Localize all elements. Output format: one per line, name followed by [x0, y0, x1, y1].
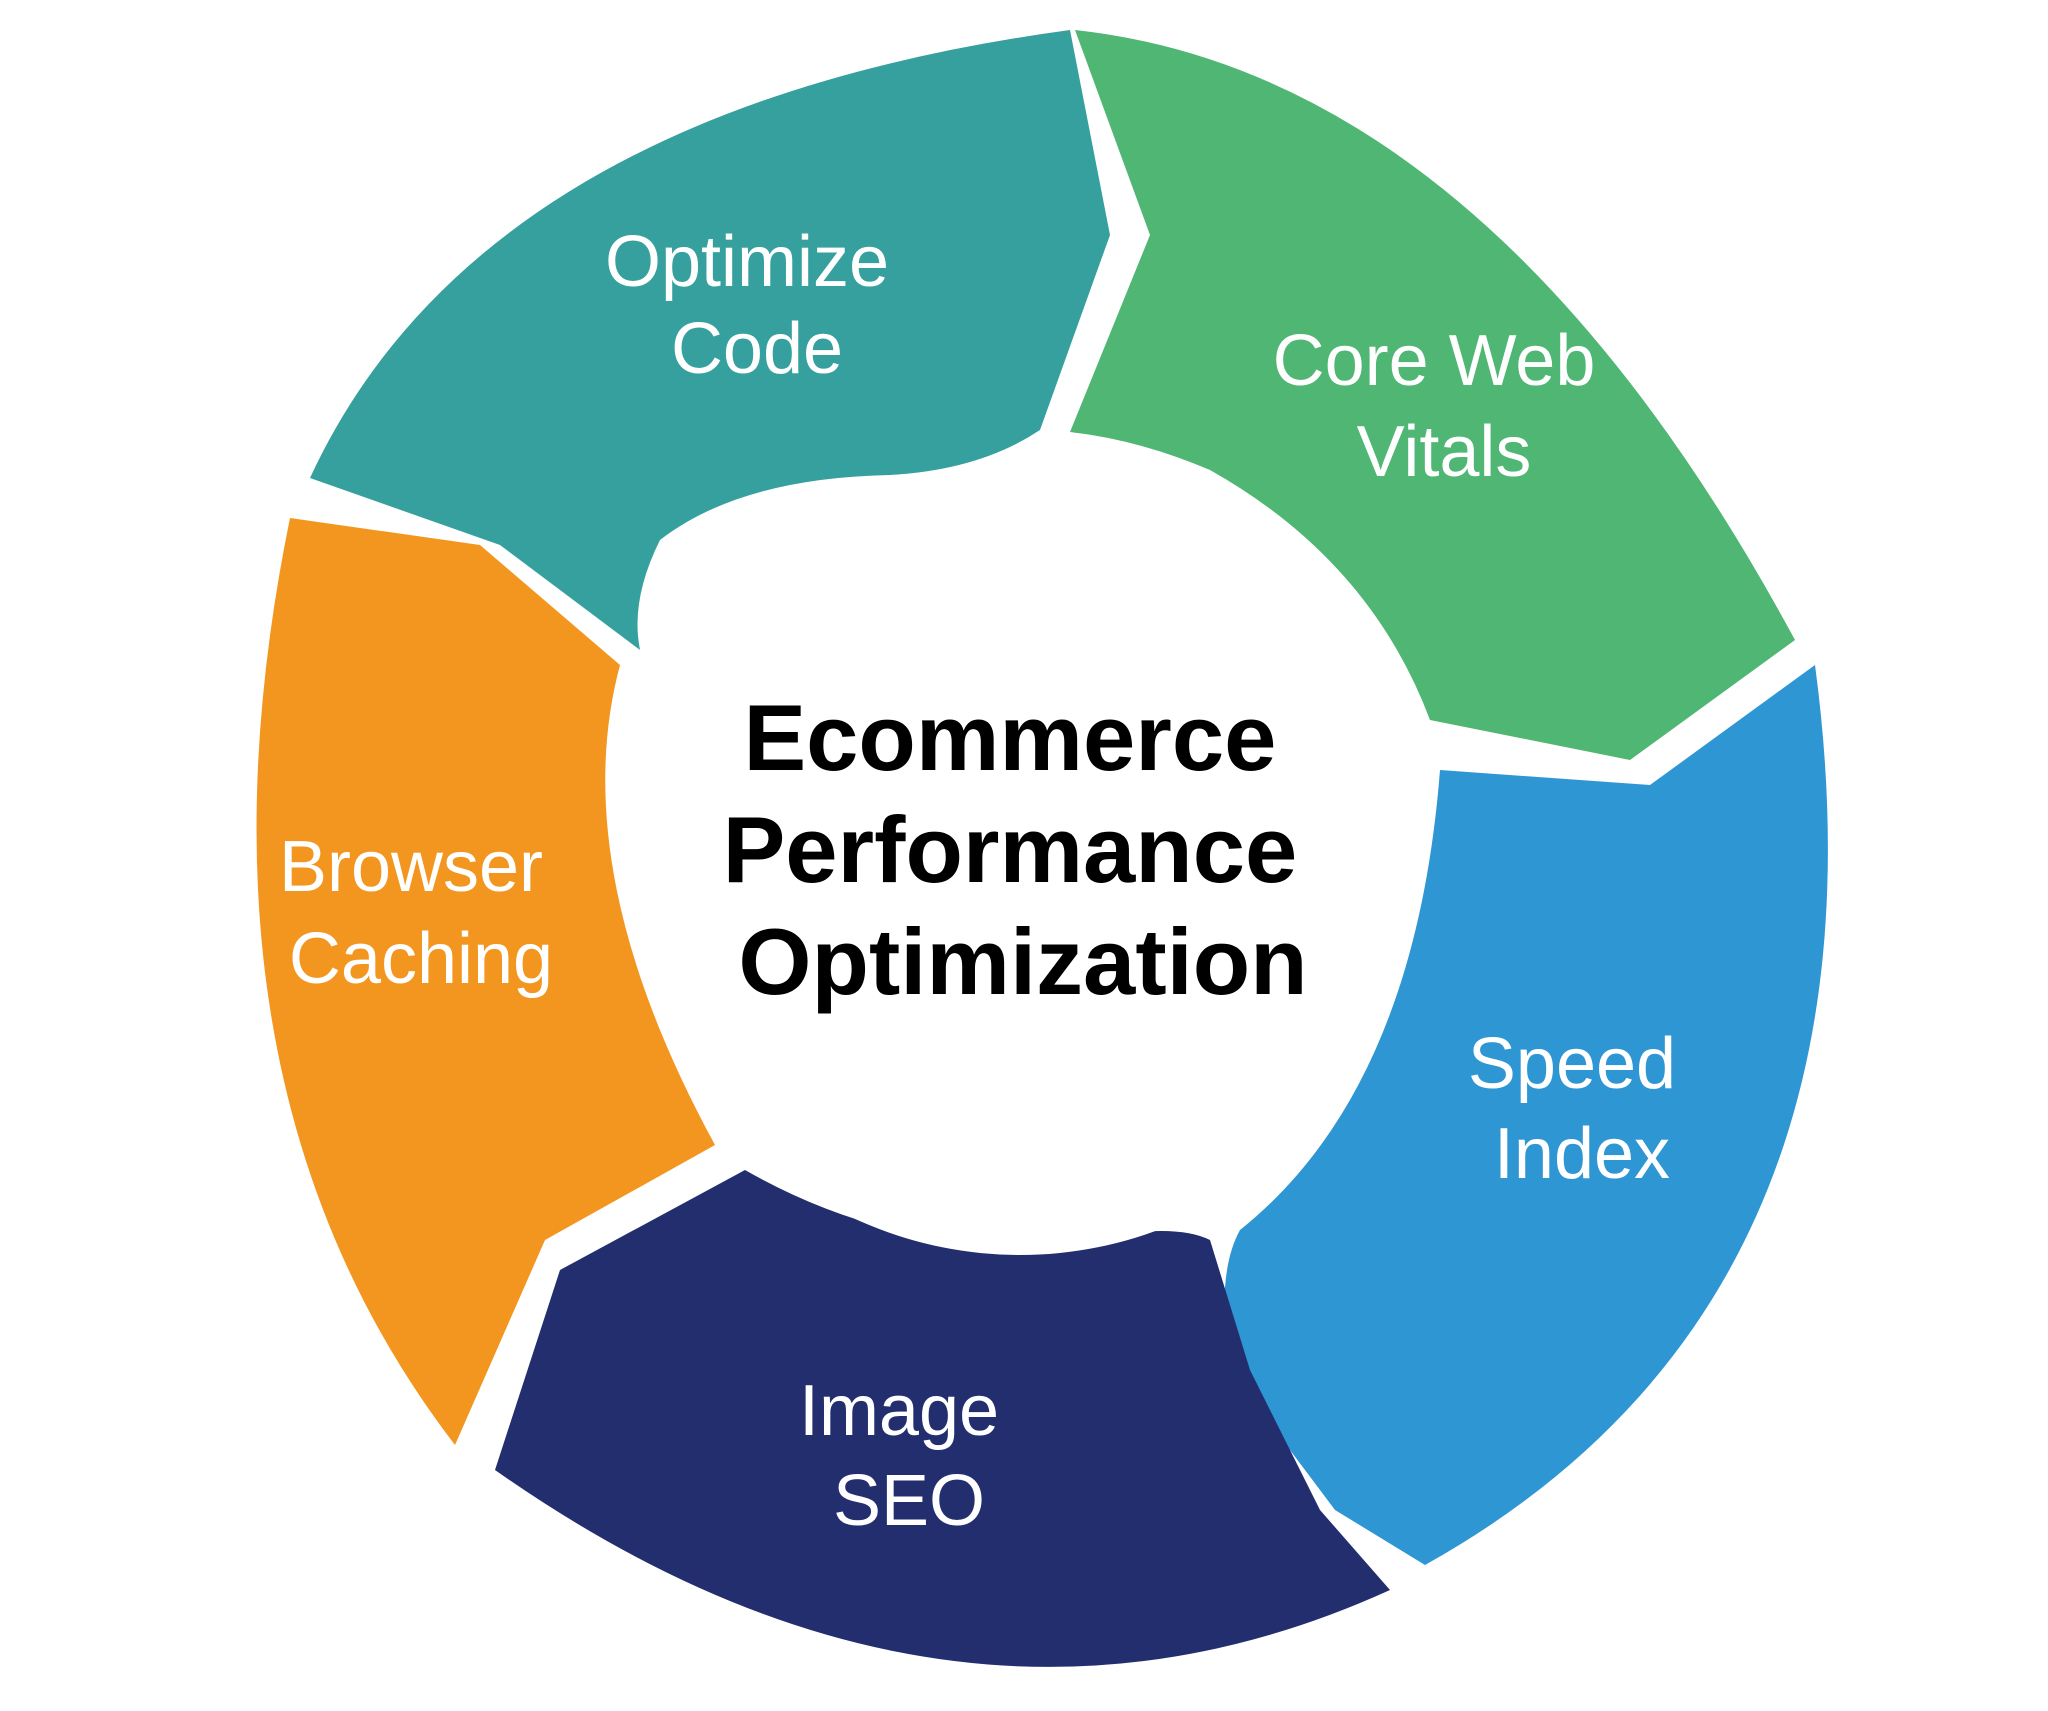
label-browser-caching-line1: Browser	[279, 827, 543, 907]
center-title-line1: Ecommerce	[743, 685, 1276, 790]
center-title-line3: Optimization	[738, 909, 1307, 1014]
label-optimize-code-line1: Optimize	[605, 222, 889, 302]
label-browser-caching: Browser Caching	[279, 827, 563, 999]
label-core-web-vitals: Core Web Vitals	[1273, 321, 1616, 492]
segment-browser-caching[interactable]	[256, 518, 715, 1445]
label-speed-index: Speed Index	[1468, 1024, 1696, 1194]
label-core-web-vitals-line2: Vitals	[1357, 412, 1532, 492]
label-image-seo: Image SEO	[799, 1371, 1019, 1541]
segment-image-seo[interactable]	[495, 1170, 1390, 1667]
center-circle	[625, 465, 1415, 1255]
center-title: Ecommerce Performance Optimization	[723, 685, 1324, 1014]
label-image-seo-line2: SEO	[833, 1461, 985, 1541]
label-core-web-vitals-line1: Core Web	[1273, 321, 1596, 401]
segment-core-web-vitals[interactable]	[1070, 30, 1795, 760]
segment-labels: Optimize Code Core Web Vitals Speed Inde…	[279, 222, 1696, 1541]
center-title-line2: Performance	[723, 797, 1298, 902]
label-speed-index-line1: Speed	[1468, 1024, 1676, 1104]
label-image-seo-line1: Image	[799, 1371, 999, 1451]
label-optimize-code: Optimize Code	[605, 222, 909, 389]
label-optimize-code-line2: Code	[671, 309, 843, 389]
label-speed-index-line2: Index	[1494, 1114, 1670, 1194]
segment-speed-index[interactable]	[1224, 665, 1828, 1565]
segment-optimize-code[interactable]	[310, 30, 1110, 650]
label-browser-caching-line2: Caching	[289, 919, 553, 999]
segments-ring	[256, 30, 1828, 1667]
